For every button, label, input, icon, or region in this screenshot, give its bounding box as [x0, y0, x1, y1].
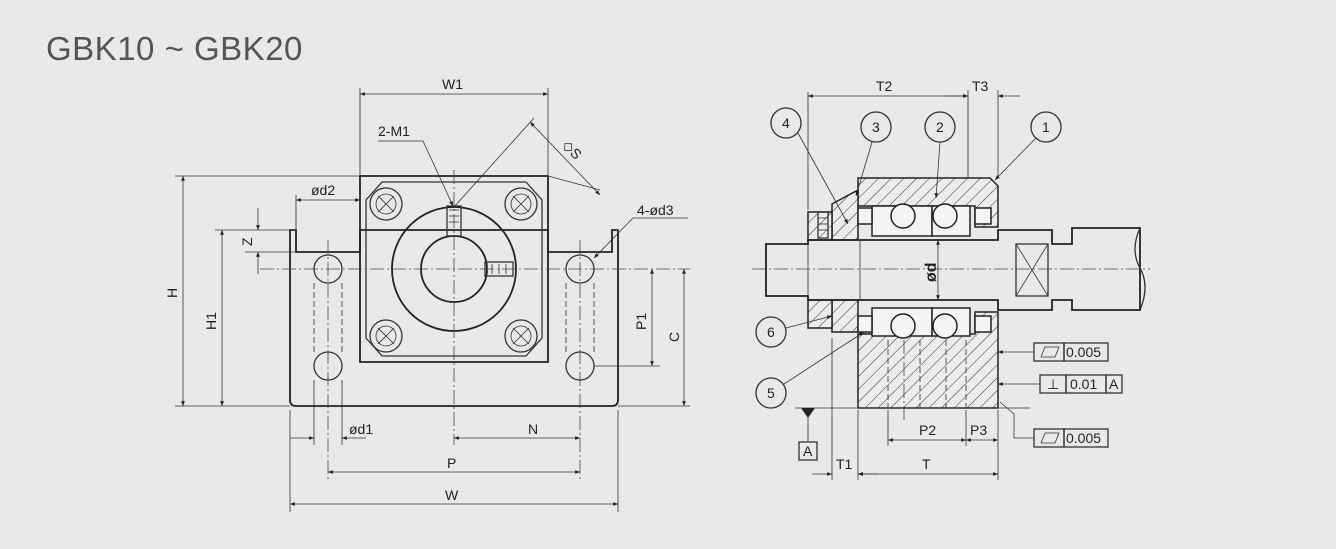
parallelism-icon [1040, 432, 1060, 444]
mounting-hole-tr-icon [504, 187, 538, 221]
balloon-3: 3 [855, 111, 892, 197]
flange-outline [359, 175, 549, 363]
svg-text:0.005: 0.005 [1066, 430, 1101, 446]
label-T: T [922, 456, 931, 472]
label-W: W [445, 487, 459, 503]
label-d1: ød1 [349, 421, 373, 437]
balloon-2: 2 [924, 111, 956, 199]
balloon-4: 4 [770, 107, 849, 225]
label-S: ◇S [560, 137, 585, 163]
label-P3: P3 [970, 422, 987, 438]
side-view: T2 T3 ød P2 P3 T1 T A 1 2 3 4 [752, 78, 1150, 480]
label-T2: T2 [876, 78, 893, 94]
balloon-5: 5 [755, 331, 865, 409]
parallelism-icon [1040, 346, 1060, 358]
label-H: H [164, 288, 180, 298]
label-T3: T3 [972, 78, 989, 94]
mounting-hole-br-icon [504, 319, 538, 353]
label-d: ød [923, 262, 940, 282]
label-4-d3: 4-ød3 [637, 202, 674, 218]
balloon-1: 1 [994, 111, 1062, 181]
front-view: W1 2-M1 ◇S 4-ød3 ød2 Z H H1 P1 C ød1 N P… [164, 76, 690, 512]
datum-box [798, 441, 818, 461]
svg-text:A: A [1109, 376, 1119, 392]
svg-text:4: 4 [782, 115, 790, 131]
shaft-flat [1015, 243, 1049, 297]
label-P: P [447, 455, 456, 471]
tolerance-frame-2: ⊥ 0.01 A [998, 374, 1123, 394]
label-Z: Z [239, 237, 255, 246]
page-title: GBK10 ~ GBK20 [46, 30, 303, 67]
label-P2: P2 [919, 422, 936, 438]
svg-text:5: 5 [767, 385, 775, 401]
tolerance-frame-1: 0.005 [998, 342, 1109, 362]
mounting-hole-tl-icon [369, 187, 403, 221]
label-T1: T1 [836, 456, 853, 472]
tolerance-frame-3: 0.005 [999, 401, 1109, 448]
label-P1: P1 [633, 313, 649, 330]
balloon-6: 6 [755, 315, 833, 348]
svg-text:3: 3 [872, 119, 880, 135]
datum-label: A [803, 443, 813, 459]
mounting-hole-bl-icon [369, 319, 403, 353]
label-N: N [528, 421, 538, 437]
label-W1: W1 [442, 76, 463, 92]
svg-text:2: 2 [936, 119, 944, 135]
label-d2: ød2 [311, 182, 335, 198]
label-H1: H1 [203, 312, 219, 330]
label-2-M1: 2-M1 [378, 123, 410, 139]
svg-text:1: 1 [1042, 119, 1050, 135]
svg-text:6: 6 [767, 324, 775, 340]
svg-text:0.005: 0.005 [1066, 344, 1101, 360]
label-C: C [666, 332, 682, 342]
svg-text:0.01: 0.01 [1070, 376, 1097, 392]
perpendicularity-icon: ⊥ [1047, 376, 1059, 392]
